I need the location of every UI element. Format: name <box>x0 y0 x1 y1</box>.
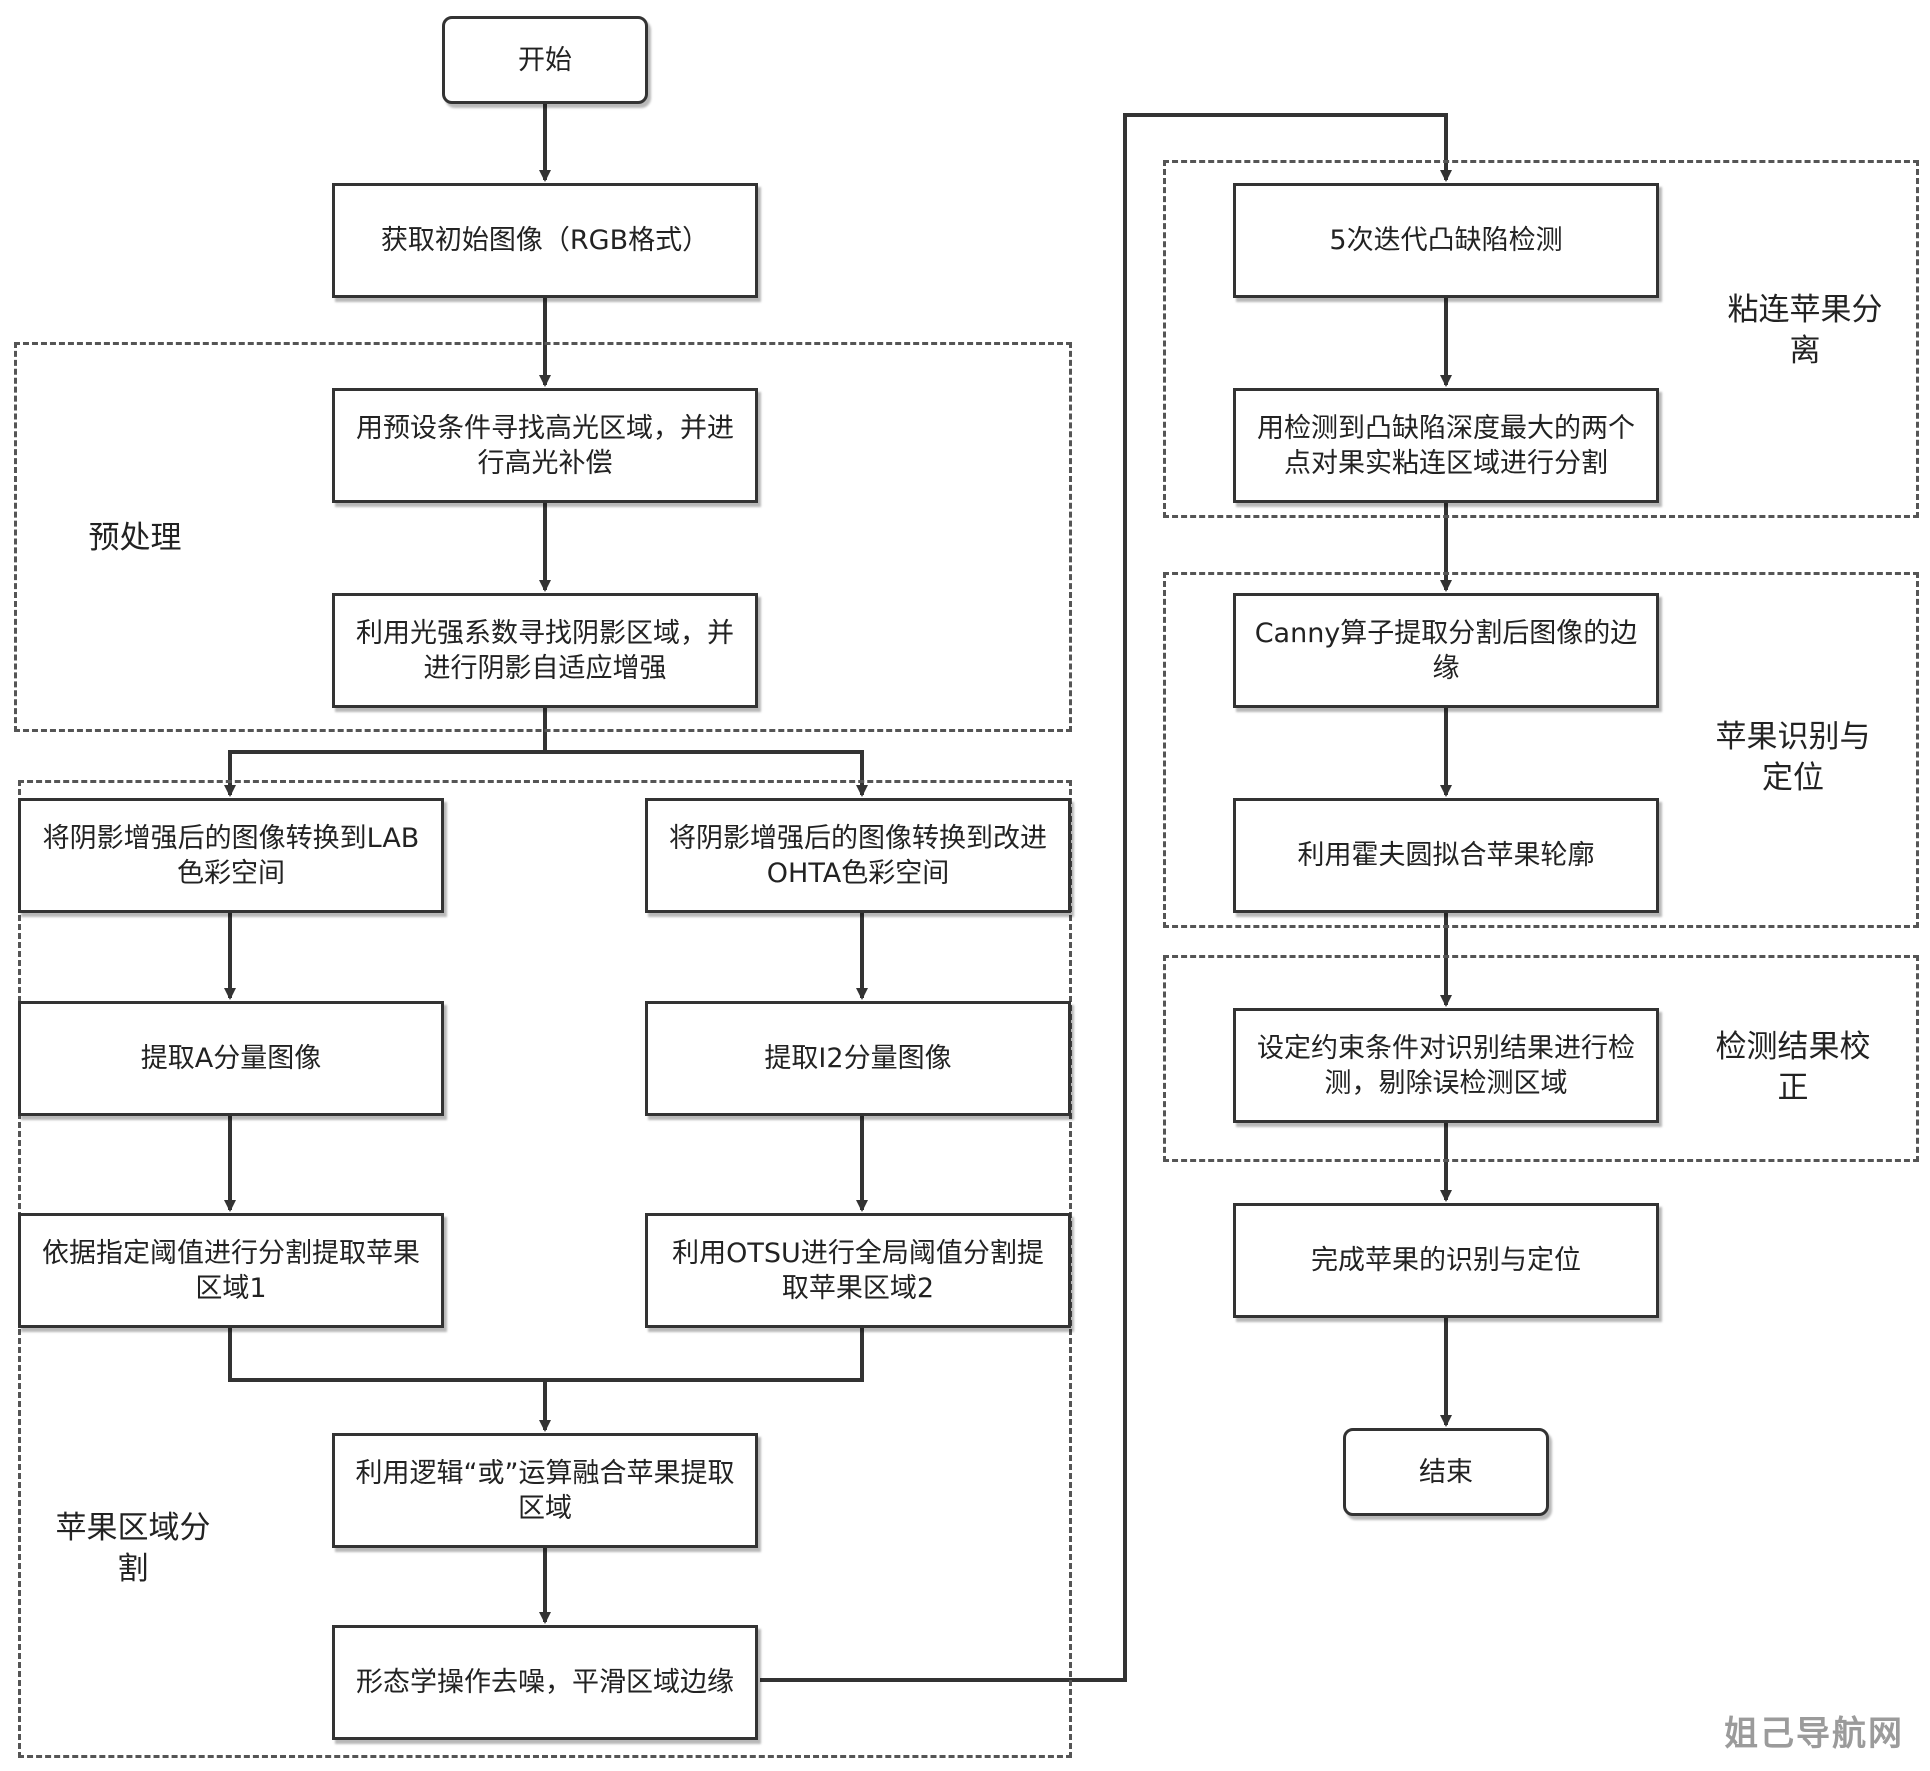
node-shadow[interactable]: 利用光强系数寻找阴影区域，并进行阴影自适应增强 <box>332 593 758 708</box>
label-adhesion: 粘连苹果分离 <box>1727 292 1883 369</box>
label-segmentation: 苹果区域分割 <box>55 1510 211 1587</box>
label-recognition: 苹果识别与定位 <box>1715 719 1871 796</box>
node-constraint[interactable]: 设定约束条件对识别结果进行检测，剔除误检测区域 <box>1233 1008 1659 1123</box>
node-hough[interactable]: 利用霍夫圆拟合苹果轮廓 <box>1233 798 1659 913</box>
node-seg-threshold[interactable]: 依据指定阈值进行分割提取苹果区域1 <box>18 1213 444 1328</box>
group-correction <box>1163 955 1919 1162</box>
edge-morph-convex <box>760 113 1452 1682</box>
node-morphology[interactable]: 形态学操作去噪，平滑区域边缘 <box>332 1625 758 1740</box>
node-convex-detect[interactable]: 5次迭代凸缺陷检测 <box>1233 183 1659 298</box>
node-extract-i2[interactable]: 提取I2分量图像 <box>645 1001 1071 1116</box>
node-extract-a[interactable]: 提取A分量图像 <box>18 1001 444 1116</box>
node-end[interactable]: 结束 <box>1343 1428 1549 1516</box>
node-split-points[interactable]: 用检测到凸缺陷深度最大的两个点对果实粘连区域进行分割 <box>1233 388 1659 503</box>
watermark-text: 姐己导航网 <box>1724 1714 1904 1754</box>
label-preprocess: 预处理 <box>88 520 182 556</box>
node-to-ohta[interactable]: 将阴影增强后的图像转换到改进OHTA色彩空间 <box>645 798 1071 913</box>
node-highlight[interactable]: 用预设条件寻找高光区域，并进行高光补偿 <box>332 388 758 503</box>
node-complete[interactable]: 完成苹果的识别与定位 <box>1233 1203 1659 1318</box>
node-fuse-or[interactable]: 利用逻辑“或”运算融合苹果提取区域 <box>332 1433 758 1548</box>
node-start[interactable]: 开始 <box>442 16 648 104</box>
node-seg-otsu[interactable]: 利用OTSU进行全局阈值分割提取苹果区域2 <box>645 1213 1071 1328</box>
group-recognition <box>1163 572 1919 928</box>
label-correction: 检测结果校正 <box>1715 1029 1871 1106</box>
group-adhesion <box>1163 160 1919 518</box>
group-preprocess <box>14 342 1072 732</box>
node-canny[interactable]: Canny算子提取分割后图像的边缘 <box>1233 593 1659 708</box>
node-to-lab[interactable]: 将阴影增强后的图像转换到LAB色彩空间 <box>18 798 444 913</box>
node-acquire[interactable]: 获取初始图像（RGB格式） <box>332 183 758 298</box>
